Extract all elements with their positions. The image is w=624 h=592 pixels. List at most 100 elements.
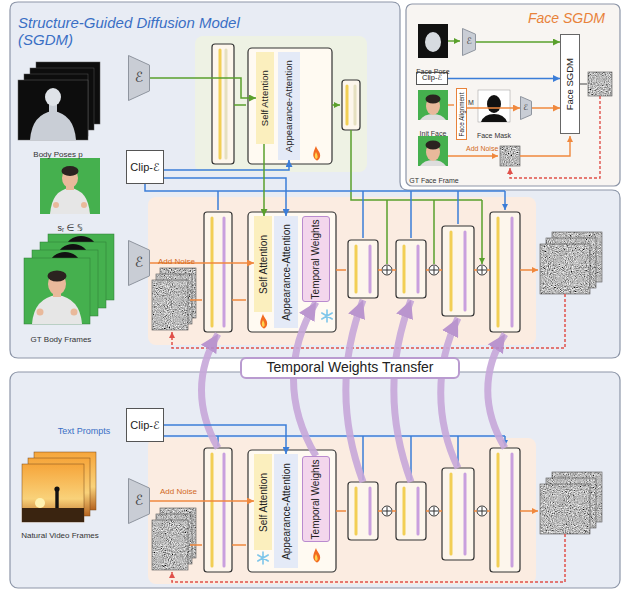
illustration-part [442, 468, 474, 560]
encoder-trapezoid-outline [463, 29, 476, 56]
image-caption: GT Face Frame [409, 177, 458, 184]
illustration-part [490, 448, 520, 572]
self-attention-strip: Self Attention [254, 454, 272, 550]
step-label: Add Noise [158, 257, 195, 266]
illustration-part [152, 280, 188, 330]
label-anchor: Natural Video Frames [12, 524, 108, 542]
node-text: ℰ [466, 37, 471, 47]
illustration-part [580, 83, 587, 84]
illustration-part [260, 314, 267, 328]
illustration-part [481, 114, 507, 122]
step-label: Add Noise [160, 487, 197, 496]
node-text: ℰ [135, 70, 143, 85]
flow-wires [145, 105, 565, 582]
illustration-part [313, 146, 320, 160]
node-text: ℰ [524, 104, 529, 113]
illustration-part [40, 158, 100, 214]
illustration-part [220, 50, 347, 158]
illustration-part [322, 310, 332, 322]
illustration-part [540, 484, 590, 534]
illustration-part [152, 520, 188, 570]
illustration-part [383, 266, 486, 515]
illustration-part [378, 510, 490, 512]
illustration-part [202, 334, 219, 448]
appearance-attention-strip: Appearance-Attention [274, 216, 298, 328]
face-sgdm-panel: Face SGDMℰClip-ℰFace AlignmentℰFace SGDM [406, 4, 620, 186]
illustration-part [212, 44, 234, 164]
temporal-weights-box: Temporal Weights [302, 456, 330, 542]
input-images [18, 62, 114, 522]
clip-encoder-box: Clip-ℰ [126, 408, 164, 442]
illustration-part [53, 202, 59, 208]
illustration-part [18, 80, 88, 140]
illustration-part [520, 136, 570, 156]
encoder-trapezoid: ℰ [128, 240, 150, 286]
illustration-part [50, 188, 90, 214]
sgdm-panel: Structure-Guided Diffusion Model (SGDM) ℰ… [10, 2, 620, 358]
transfer-banner: Temporal Weights Transfer [240, 357, 460, 379]
encoder-trapezoid: ℰ [128, 55, 150, 101]
temporal-transfer-arcs [202, 300, 506, 482]
illustration-part [425, 32, 441, 52]
illustration-part [442, 226, 474, 316]
illustration-part [35, 498, 45, 508]
label-anchor: Init Face [410, 122, 456, 140]
input-label: Text Prompts [58, 426, 111, 436]
illustration-part [204, 448, 232, 572]
illustration-part [348, 482, 378, 540]
image-caption: GT Body Frames [31, 335, 92, 344]
illustration-part [48, 271, 67, 282]
connector-arrow [164, 178, 286, 216]
node-text: ℰ [135, 255, 143, 270]
illustration-part [258, 552, 268, 564]
illustration-part [32, 295, 82, 324]
illustration-part [152, 280, 188, 330]
illustration-part [148, 197, 536, 345]
illustration-part [396, 240, 426, 298]
sum-nodes [382, 265, 487, 516]
node-text: Clip-ℰ [130, 161, 159, 173]
connector-arrow [263, 144, 265, 216]
illustration-part [226, 50, 355, 158]
illustration-part [588, 72, 612, 96]
label-anchor: sᵣ ∈ 𝕊 [40, 217, 100, 235]
illustration-part [378, 269, 490, 271]
face-alignment-box: Face Alignment [456, 88, 467, 140]
illustration-part [145, 184, 505, 191]
illustration-part [22, 508, 84, 522]
label-anchor: Add Noise [158, 250, 195, 268]
illustration-part [212, 454, 498, 566]
illustration-part [406, 4, 620, 186]
illustration-part [315, 554, 318, 561]
illustration-part [394, 300, 411, 482]
panels [10, 2, 620, 588]
illustration-part [45, 88, 61, 106]
illustration-part [71, 309, 78, 316]
illustration-part [418, 24, 448, 58]
illustration-part [510, 96, 600, 178]
illustration-part [262, 320, 265, 327]
encoder-trapezoid: ℰ [462, 28, 476, 56]
clip-encoder-box: Clip-ℰ [126, 150, 164, 184]
illustration-part [248, 450, 336, 572]
illustration-part [24, 258, 90, 324]
network-blocks [204, 44, 520, 572]
connector-arrow [164, 160, 289, 170]
appearance-attention-strip: Appearance-Attention [274, 454, 298, 568]
connector-arrow [476, 41, 560, 43]
illustration-part [342, 80, 360, 130]
illustration-part [260, 314, 267, 328]
illustration-part [448, 40, 460, 41]
label-anchor: GT Body Frames [16, 328, 106, 346]
block-stripes [212, 50, 512, 566]
illustration-part [195, 36, 367, 172]
illustration-part [248, 212, 336, 332]
node-text: Self Attention [260, 70, 270, 126]
noise-latents [152, 232, 602, 570]
panel-title: Structure-Guided Diffusion Model (SGDM) [18, 14, 280, 49]
label-anchor: Add Noise [160, 480, 197, 498]
node-text: Clip-ℰ [422, 74, 442, 82]
illustration-part [190, 511, 538, 545]
connectors [150, 42, 560, 501]
